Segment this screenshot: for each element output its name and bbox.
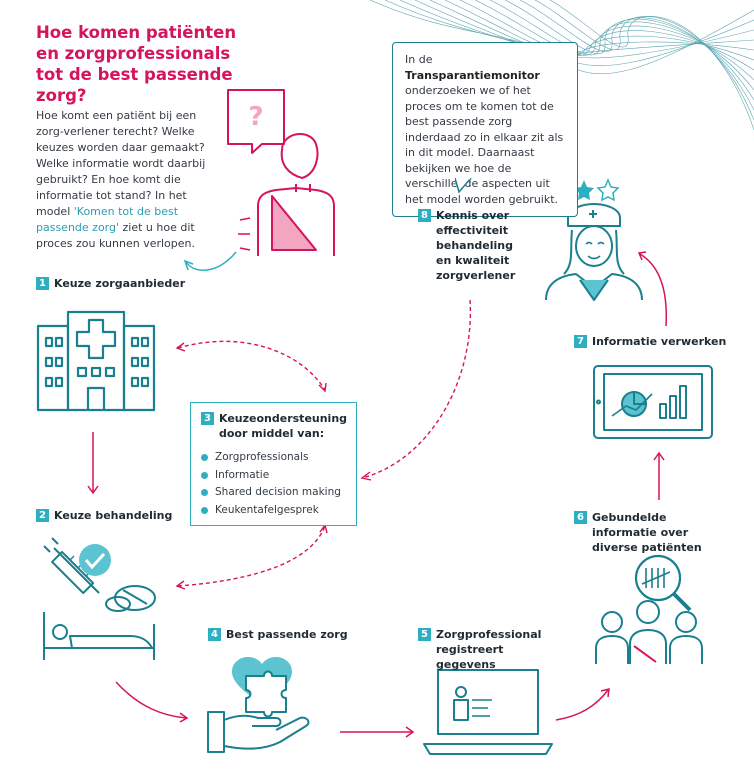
step-label: Informatie verwerken xyxy=(592,335,727,348)
step-7: 7 Informatie verwerken xyxy=(574,334,726,349)
callout-box: In de Transparantiemonitor onderzoeken w… xyxy=(392,42,578,217)
arrow-step5-to-step6 xyxy=(555,688,610,721)
step-label: Keuze zorgaanbieder xyxy=(54,277,186,290)
step-2: 2 Keuze behandeling xyxy=(36,508,172,523)
step-8: 8 Kennis over effectiviteit behandeling … xyxy=(418,208,518,283)
step-number: 5 xyxy=(418,628,431,641)
list-item-label: Informatie xyxy=(215,468,270,481)
step-number: 2 xyxy=(36,509,49,522)
arrow-step6-to-step7 xyxy=(653,451,665,500)
intro-text: Hoe komt een patiënt bij een zorg-verlen… xyxy=(36,108,216,252)
arrow-patient-to-step1 xyxy=(185,251,237,271)
callout-tail xyxy=(455,178,472,194)
step-number: 4 xyxy=(208,628,221,641)
step-label: Best passende zorg xyxy=(226,628,348,641)
question-bubble-icon: ? xyxy=(227,89,285,154)
bullet-icon xyxy=(201,489,208,497)
callout-text-end: onderzoeken we of het proces om te komen… xyxy=(405,84,564,206)
step-3: 3 Keuzeondersteuning door middel van: xyxy=(201,411,348,441)
step-label: Gebundelde informatie over diverse patië… xyxy=(592,511,702,554)
support-list: Zorgprofessionals Informatie Shared deci… xyxy=(201,449,346,519)
tablet-chart-icon xyxy=(593,365,713,439)
step-number: 1 xyxy=(36,277,49,290)
step-label: Keuze behandeling xyxy=(54,509,173,522)
arrow-step2-to-step4 xyxy=(115,681,189,723)
laptop-icon xyxy=(423,669,553,755)
arrowhead xyxy=(183,259,194,271)
pills-icon xyxy=(105,585,156,612)
page-title: Hoe komen patiënten en zorgprofessionals… xyxy=(36,23,237,105)
step-number: 7 xyxy=(574,335,587,348)
svg-text:?: ? xyxy=(248,102,263,132)
checkmark-icon xyxy=(79,544,111,576)
patient-icon xyxy=(238,133,335,256)
step-label: Kennis over effectiviteit behandeling en… xyxy=(436,209,516,282)
bullet-icon xyxy=(201,454,208,462)
nurse-icon xyxy=(545,203,643,301)
list-item: Zorgprofessionals xyxy=(201,449,346,467)
intro-text-end: ziet u hoe dit proces zou kunnen verlope… xyxy=(36,221,195,250)
model-link[interactable]: 'Komen tot de best passende zorg' xyxy=(36,205,179,234)
list-item: Keukentafelgesprek xyxy=(201,502,346,520)
list-item: Shared decision making xyxy=(201,484,346,502)
step-5: 5 Zorgprofessional registreert gegevens xyxy=(418,627,558,672)
arrow-step1-to-step2 xyxy=(87,432,99,495)
intro-text-start: Hoe komt een patiënt bij een zorg-verlen… xyxy=(36,109,206,218)
step-number: 6 xyxy=(574,511,587,524)
list-item: Informatie xyxy=(201,467,346,485)
syringe-icon xyxy=(43,537,100,595)
arrow-step4-to-step5 xyxy=(340,726,415,738)
step-1: 1 Keuze zorgaanbieder xyxy=(36,276,185,291)
step-4: 4 Best passende zorg xyxy=(208,627,348,642)
hospital-icon xyxy=(36,310,156,412)
step-6: 6 Gebundelde informatie over diverse pat… xyxy=(574,510,734,555)
arrow-step7-to-step8 xyxy=(637,251,668,327)
step-label: Keuzeondersteuning door middel van: xyxy=(219,412,348,440)
list-item-label: Zorgprofessionals xyxy=(215,451,309,463)
bullet-icon xyxy=(201,506,208,514)
hospital-bed-icon xyxy=(43,612,155,660)
step-label: Zorgprofessional registreert gegevens xyxy=(436,628,542,671)
puzzle-heart-icon xyxy=(232,657,292,718)
list-item-label: Shared decision making xyxy=(215,486,341,498)
callout-bold: Transparantiemonitor xyxy=(405,68,540,82)
step-number: 3 xyxy=(201,412,214,425)
dashed-arrows-support xyxy=(177,299,472,587)
list-item-label: Keukentafelgesprek xyxy=(215,503,319,516)
people-icon xyxy=(595,600,703,664)
support-box: 3 Keuzeondersteuning door middel van: Zo… xyxy=(190,402,357,526)
hand-icon xyxy=(207,711,310,753)
callout-text-start: In de xyxy=(405,53,433,66)
bullet-icon xyxy=(201,471,208,479)
step-number: 8 xyxy=(418,209,431,222)
magnifier-icon xyxy=(634,554,692,612)
